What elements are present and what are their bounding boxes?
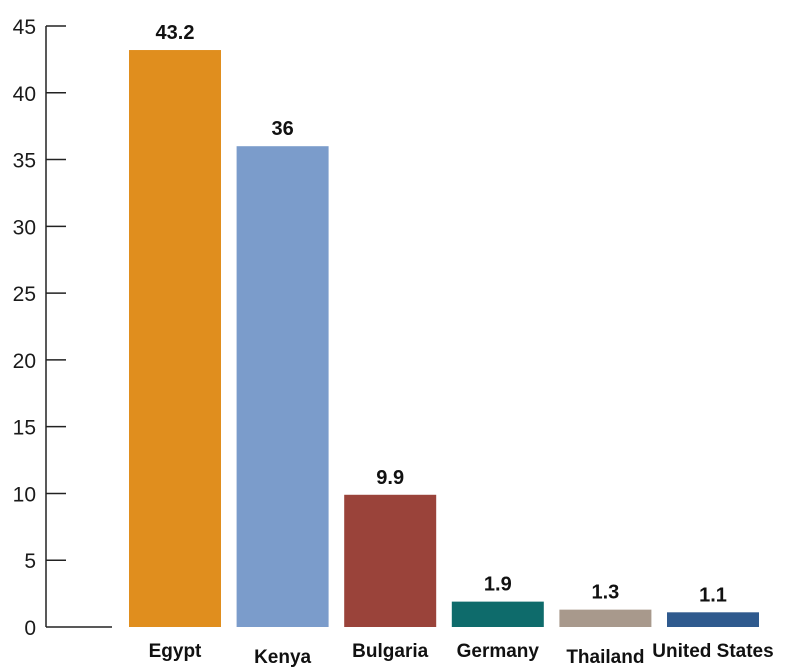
value-label: 9.9 (376, 467, 404, 489)
y-tick-label: 20 (13, 350, 36, 373)
bar-germany (451, 601, 544, 627)
category-labels: Egypt Kenya Bulgaria Germany Thailand United … (149, 641, 774, 668)
value-label: 43.2 (156, 22, 195, 44)
bars (129, 50, 759, 628)
bar-thailand (559, 609, 652, 627)
category-label: Bulgaria (352, 641, 428, 662)
bar-bulgaria (344, 494, 437, 627)
category-label: Kenya (254, 647, 311, 668)
y-tick-label: 45 (13, 16, 36, 39)
y-tick-label: 10 (13, 483, 36, 506)
category-label: Egypt (149, 641, 202, 662)
y-tick-label: 40 (13, 83, 36, 106)
bar-egypt (129, 50, 221, 628)
y-tick-label: 15 (13, 417, 36, 440)
y-axis: 0 5 10 15 20 25 30 35 40 45 (13, 16, 112, 640)
value-labels: 43.2 36 9.9 1.9 1.3 1.1 (156, 22, 727, 606)
value-label: 1.3 (591, 582, 619, 604)
bar-united-states (667, 612, 759, 627)
y-tick-label: 35 (13, 150, 36, 173)
category-label: Germany (457, 641, 540, 662)
y-tick-label: 30 (13, 216, 36, 239)
bar-kenya (236, 146, 329, 627)
category-label: Thailand (566, 647, 644, 668)
y-tick-label: 0 (24, 617, 36, 640)
y-tick-label: 5 (24, 550, 36, 573)
y-tick-label: 25 (13, 283, 36, 306)
value-label: 1.9 (484, 574, 512, 596)
category-label: United States (652, 641, 773, 662)
value-label: 36 (271, 118, 293, 140)
value-label: 1.1 (699, 584, 727, 606)
